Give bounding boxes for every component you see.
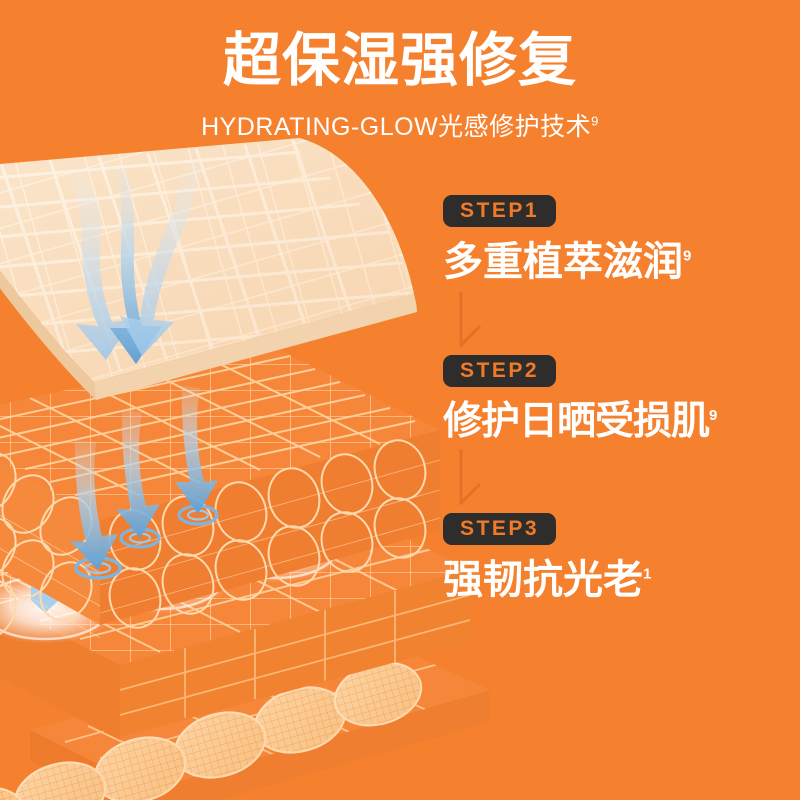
page-title: 超保湿强修复	[222, 28, 577, 93]
step-block-2: STEP2 修护日晒受损肌9	[443, 354, 800, 444]
step-block-3: STEP3 强韧抗光老1	[443, 513, 800, 603]
penetration-arrows-lower	[70, 386, 218, 570]
page-subtitle-superscript: 9	[591, 113, 599, 129]
stratum-corneum-sheet	[0, 138, 417, 400]
epidermis-cells-front	[0, 452, 101, 640]
page-subtitle-text: HYDRATING-GLOW光感修护技术	[201, 112, 592, 141]
penetration-arrows-upper	[65, 160, 202, 364]
step-heading-text-3: 强韧抗光老	[443, 558, 643, 603]
step-heading-text-2: 修护日晒受损肌	[443, 399, 710, 443]
step-badge-3: STEP3	[443, 513, 557, 546]
step-connector-2-3	[457, 449, 487, 511]
step-superscript-2: 9	[709, 406, 717, 424]
skin-layers-illustration	[0, 130, 490, 800]
fat-cell-group	[0, 661, 423, 800]
page-subtitle: HYDRATING-GLOW光感修护技术9	[0, 93, 800, 143]
header: 超保湿强修复 HYDRATING-GLOW光感修护技术9	[0, 0, 800, 143]
steps-list: STEP1 多重植萃滋润9 STEP2 修护日晒受损肌9 STEP3 强韧抗光老…	[443, 195, 800, 603]
step-superscript-3: 1	[643, 566, 652, 584]
step-block-1: STEP1 多重植萃滋润9	[443, 195, 800, 285]
step-heading-text-1: 多重植萃滋润	[443, 240, 683, 284]
step-connector-1-2	[457, 291, 487, 353]
step-superscript-1: 9	[683, 247, 692, 265]
step-heading-2: 修护日晒受损肌9	[443, 387, 800, 444]
step-badge-2: STEP2	[443, 354, 557, 387]
step-heading-3: 强韧抗光老1	[443, 545, 800, 603]
fat-cell-layer	[0, 635, 490, 800]
step-badge-1: STEP1	[443, 195, 557, 227]
step-heading-1: 多重植萃滋润9	[443, 227, 800, 285]
